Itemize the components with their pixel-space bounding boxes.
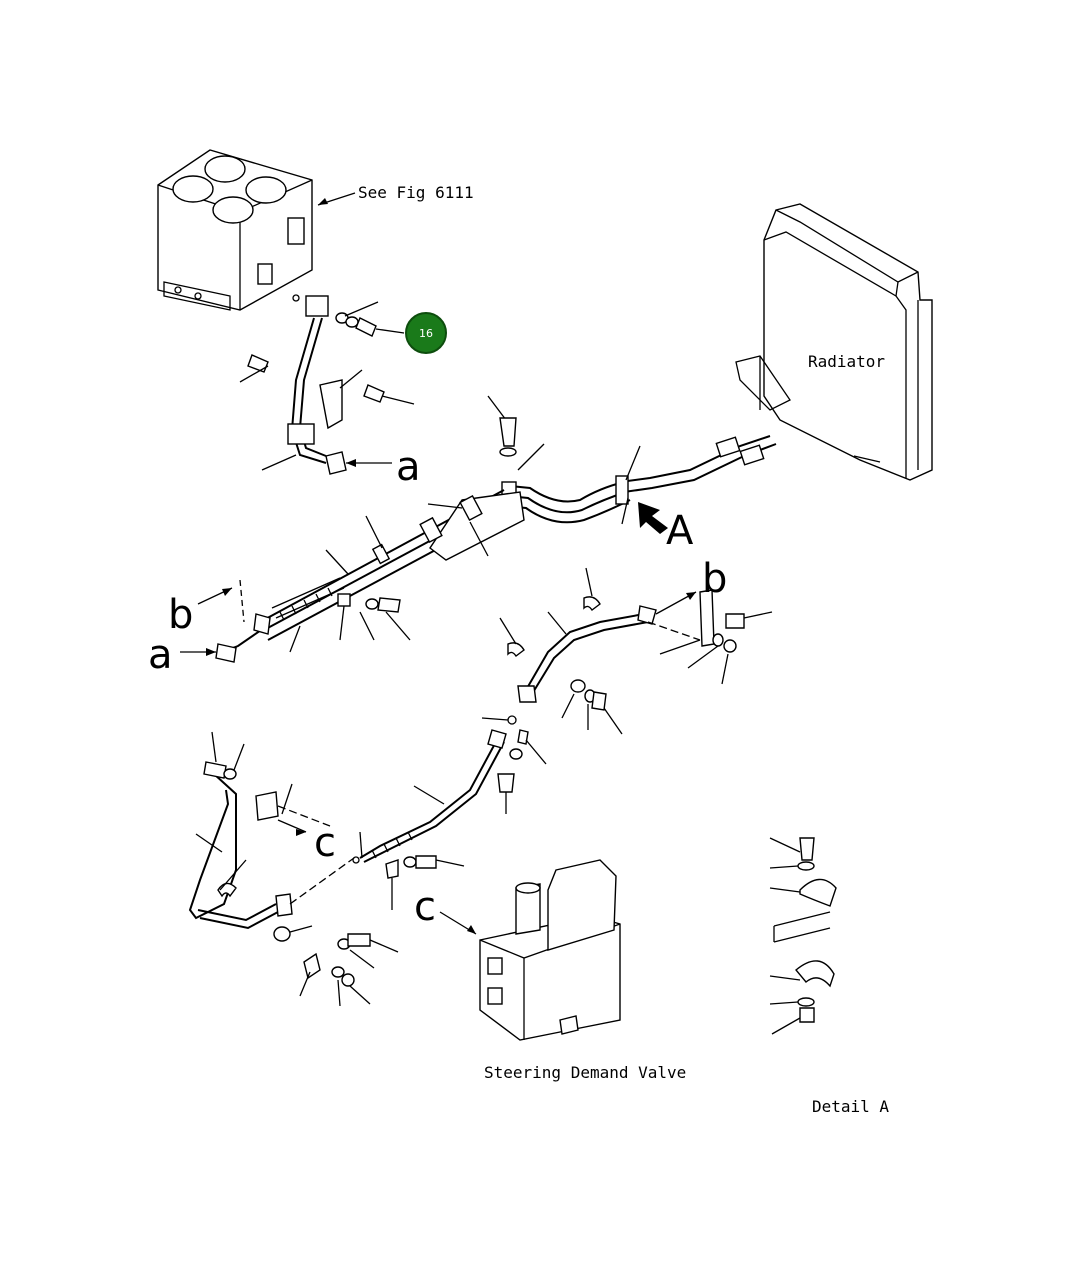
detail-a-assembly bbox=[769, 837, 837, 1035]
view-arrow-A bbox=[638, 502, 668, 534]
ref-label-a-top: a bbox=[396, 444, 421, 490]
main-hose-run bbox=[215, 395, 777, 663]
clamp-bolt-top bbox=[365, 417, 517, 613]
callout-number: 16 bbox=[419, 327, 433, 340]
ref-label-b-right: b bbox=[702, 556, 727, 602]
middle-tube-assembly bbox=[499, 567, 773, 735]
lower-hose-assembly bbox=[352, 715, 547, 910]
see-fig-label: See Fig 6111 bbox=[358, 183, 474, 202]
callout-16[interactable]: 16 bbox=[375, 312, 447, 354]
view-label-A: A bbox=[666, 508, 694, 554]
ref-label-c-left: c bbox=[314, 820, 336, 866]
steering-demand-valve bbox=[479, 859, 621, 1041]
bolt-set-tank bbox=[239, 301, 415, 471]
radiator bbox=[735, 203, 933, 481]
ref-label-c-valve: c bbox=[414, 884, 436, 930]
radiator-label: Radiator bbox=[808, 352, 885, 371]
lower-left-tube bbox=[188, 731, 399, 1007]
detail-a-label: Detail A bbox=[812, 1097, 889, 1116]
ref-label-a-left: a bbox=[148, 632, 173, 678]
tank-tube-assembly bbox=[287, 294, 363, 475]
callout-circle bbox=[405, 312, 447, 354]
ref-label-b-left: b bbox=[168, 592, 193, 638]
steering-valve-label: Steering Demand Valve bbox=[484, 1063, 686, 1082]
hydraulic-tank bbox=[157, 149, 313, 311]
